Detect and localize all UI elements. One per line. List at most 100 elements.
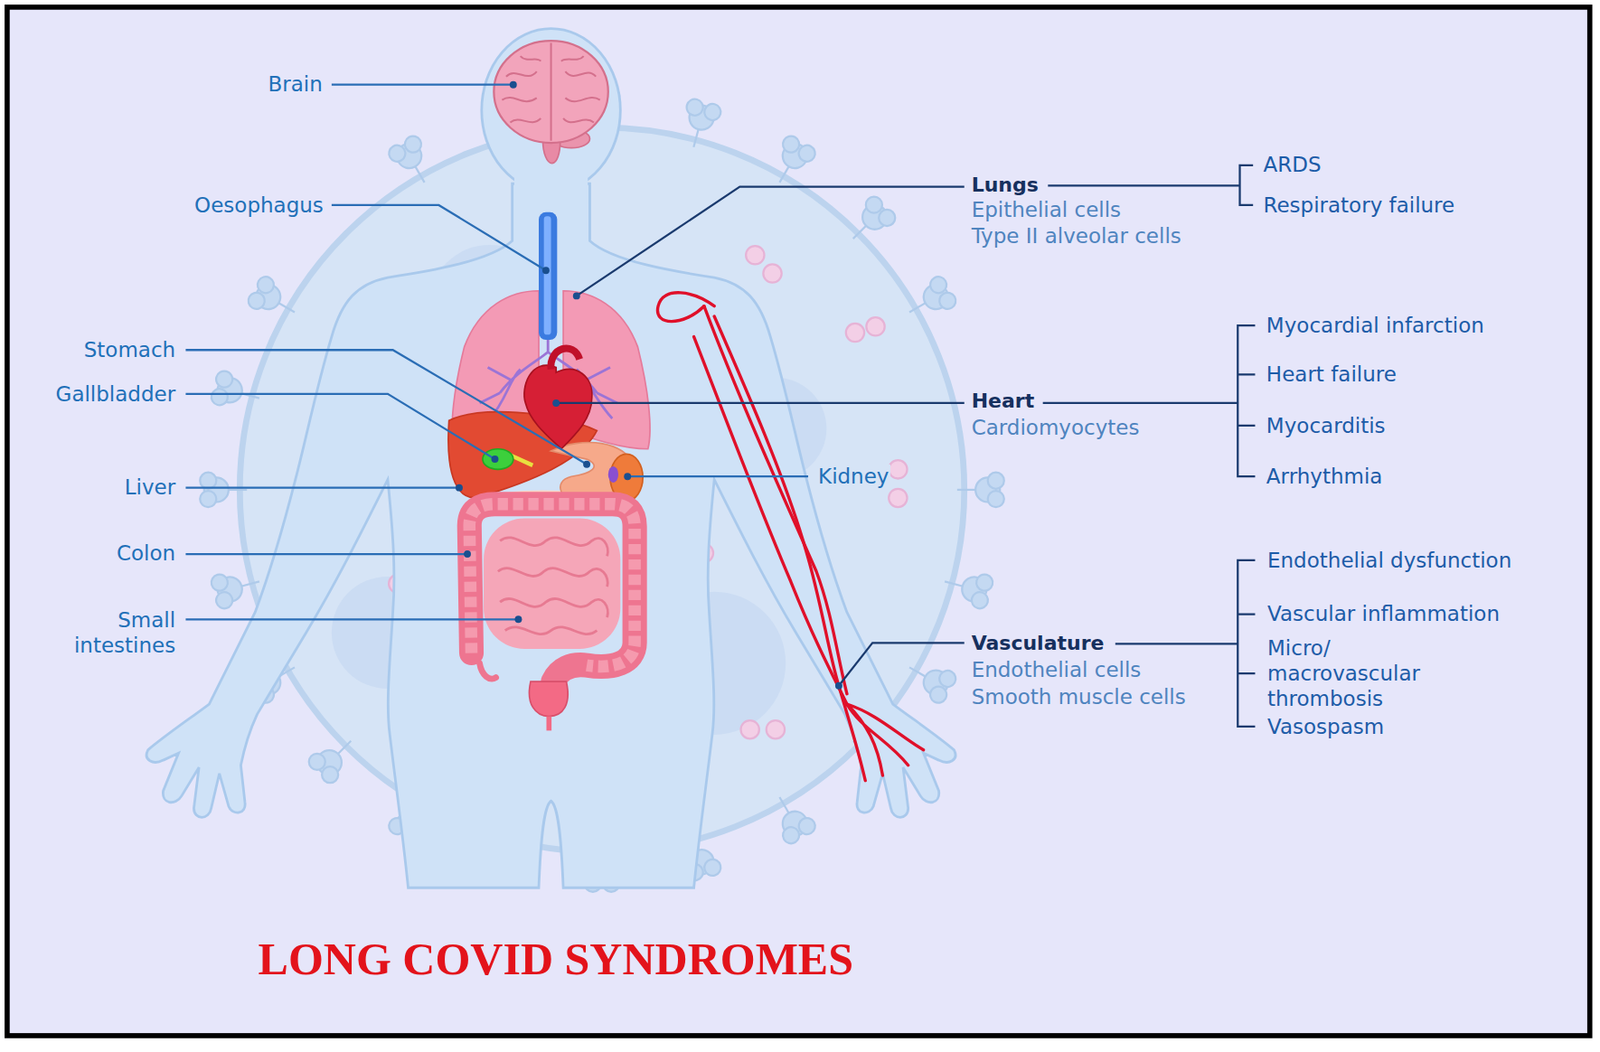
leader-dot — [463, 550, 471, 558]
arm-vessels — [657, 292, 923, 782]
particle — [762, 263, 782, 283]
brain-stem — [543, 141, 561, 164]
spike-head — [780, 824, 803, 848]
organ-label: Stomach — [84, 338, 176, 362]
system-label: Heart — [971, 389, 1036, 413]
head — [481, 28, 622, 193]
spike-head — [702, 102, 723, 123]
cell-label: Cardiomyocytes — [971, 415, 1140, 440]
bracket — [1043, 325, 1256, 477]
organ-label: Liver — [124, 475, 176, 499]
oesophagus — [538, 212, 557, 340]
gallbladder — [482, 449, 514, 471]
virus-spike — [244, 273, 303, 328]
leader-dot — [583, 461, 591, 469]
leader-dot — [491, 455, 499, 463]
leader-dot — [514, 615, 522, 623]
spike-head — [685, 97, 706, 118]
virus-spike — [940, 564, 995, 612]
outcome-label: Endothelial dysfunction — [1267, 548, 1512, 573]
virus-spike — [957, 472, 1005, 508]
cell-label: Type II alveolar cells — [971, 224, 1182, 248]
spike-head — [214, 369, 235, 390]
cell-label: Endothelial cells — [971, 658, 1142, 682]
system-label: Vasculature — [971, 631, 1105, 655]
outcome-label: Arrhythmia — [1266, 464, 1384, 489]
virus-spike — [385, 132, 440, 191]
small-intestines — [483, 518, 621, 650]
vessel — [704, 306, 848, 695]
spike-head — [209, 386, 230, 407]
virus-spike — [199, 472, 247, 508]
leader-line — [331, 84, 514, 86]
outcome-label: Vasospasm — [1267, 715, 1384, 739]
virus-spike — [764, 132, 819, 191]
outcome-label: Micro/ macrovascular thrombosis — [1267, 635, 1421, 712]
cell-label: Epithelial cells — [971, 197, 1121, 222]
leader-line — [185, 487, 460, 490]
renal-vessels — [608, 466, 619, 483]
brain-folds — [501, 42, 600, 141]
virus-spike — [840, 193, 899, 252]
colon — [469, 504, 635, 682]
spike-head — [702, 857, 723, 878]
outcome-label: Respiratory failure — [1262, 193, 1455, 217]
virus-spike — [900, 273, 959, 328]
diagram-title: LONG COVID SYNDROMES — [258, 934, 854, 985]
spike-head — [974, 573, 995, 593]
virus-spike — [209, 369, 264, 416]
leader-dot — [509, 81, 518, 89]
outcome-label: ARDS — [1262, 152, 1321, 177]
body-outline — [146, 183, 956, 888]
leader-dot — [835, 682, 843, 690]
leader-dot — [455, 484, 463, 492]
spike-head — [988, 490, 1005, 508]
organs — [448, 212, 650, 732]
appendix — [480, 663, 497, 679]
spike-head — [254, 273, 278, 297]
vessel — [694, 337, 848, 705]
bladder — [529, 681, 569, 716]
spike-head — [305, 750, 330, 774]
spike-head — [214, 590, 235, 611]
leader-dot — [552, 399, 560, 407]
spike-head — [927, 683, 951, 706]
spike-head — [209, 573, 230, 593]
colon-segments — [469, 504, 635, 668]
virus-spike — [305, 728, 364, 787]
oesophagus-highlight — [544, 216, 552, 335]
leader-dot — [573, 291, 581, 300]
virus-spike — [764, 788, 819, 847]
spike-head — [969, 590, 990, 611]
system-label: Lungs — [971, 173, 1039, 197]
leader-line — [627, 475, 809, 478]
leader-line — [331, 205, 546, 271]
spike-head — [199, 472, 217, 490]
spike-head — [795, 141, 819, 165]
brain-illustration — [493, 40, 608, 163]
virus-spike — [677, 97, 724, 152]
leader-line — [185, 394, 495, 460]
virus-spike — [209, 564, 264, 612]
particle — [888, 489, 907, 508]
leader-line — [555, 402, 965, 405]
brain — [493, 40, 608, 143]
urethra — [545, 716, 552, 732]
organ-label: Colon — [116, 541, 176, 565]
virus-spike — [900, 652, 959, 706]
spike-head — [988, 472, 1005, 490]
organ-label: Brain — [267, 72, 322, 96]
organ-label: Gallbladder — [56, 382, 177, 406]
organ-label: Kidney — [816, 464, 891, 489]
particle — [865, 317, 885, 336]
hand-vessels — [838, 686, 924, 782]
particle — [888, 460, 907, 479]
leader-line — [185, 349, 587, 464]
particle — [745, 245, 764, 264]
outcome-label: Myocardial infarction — [1266, 313, 1485, 338]
particle — [741, 720, 760, 739]
cell-label: Smooth muscle cells — [971, 685, 1186, 709]
organ-label: Oesophagus — [194, 193, 324, 217]
leader-dots — [455, 81, 843, 690]
